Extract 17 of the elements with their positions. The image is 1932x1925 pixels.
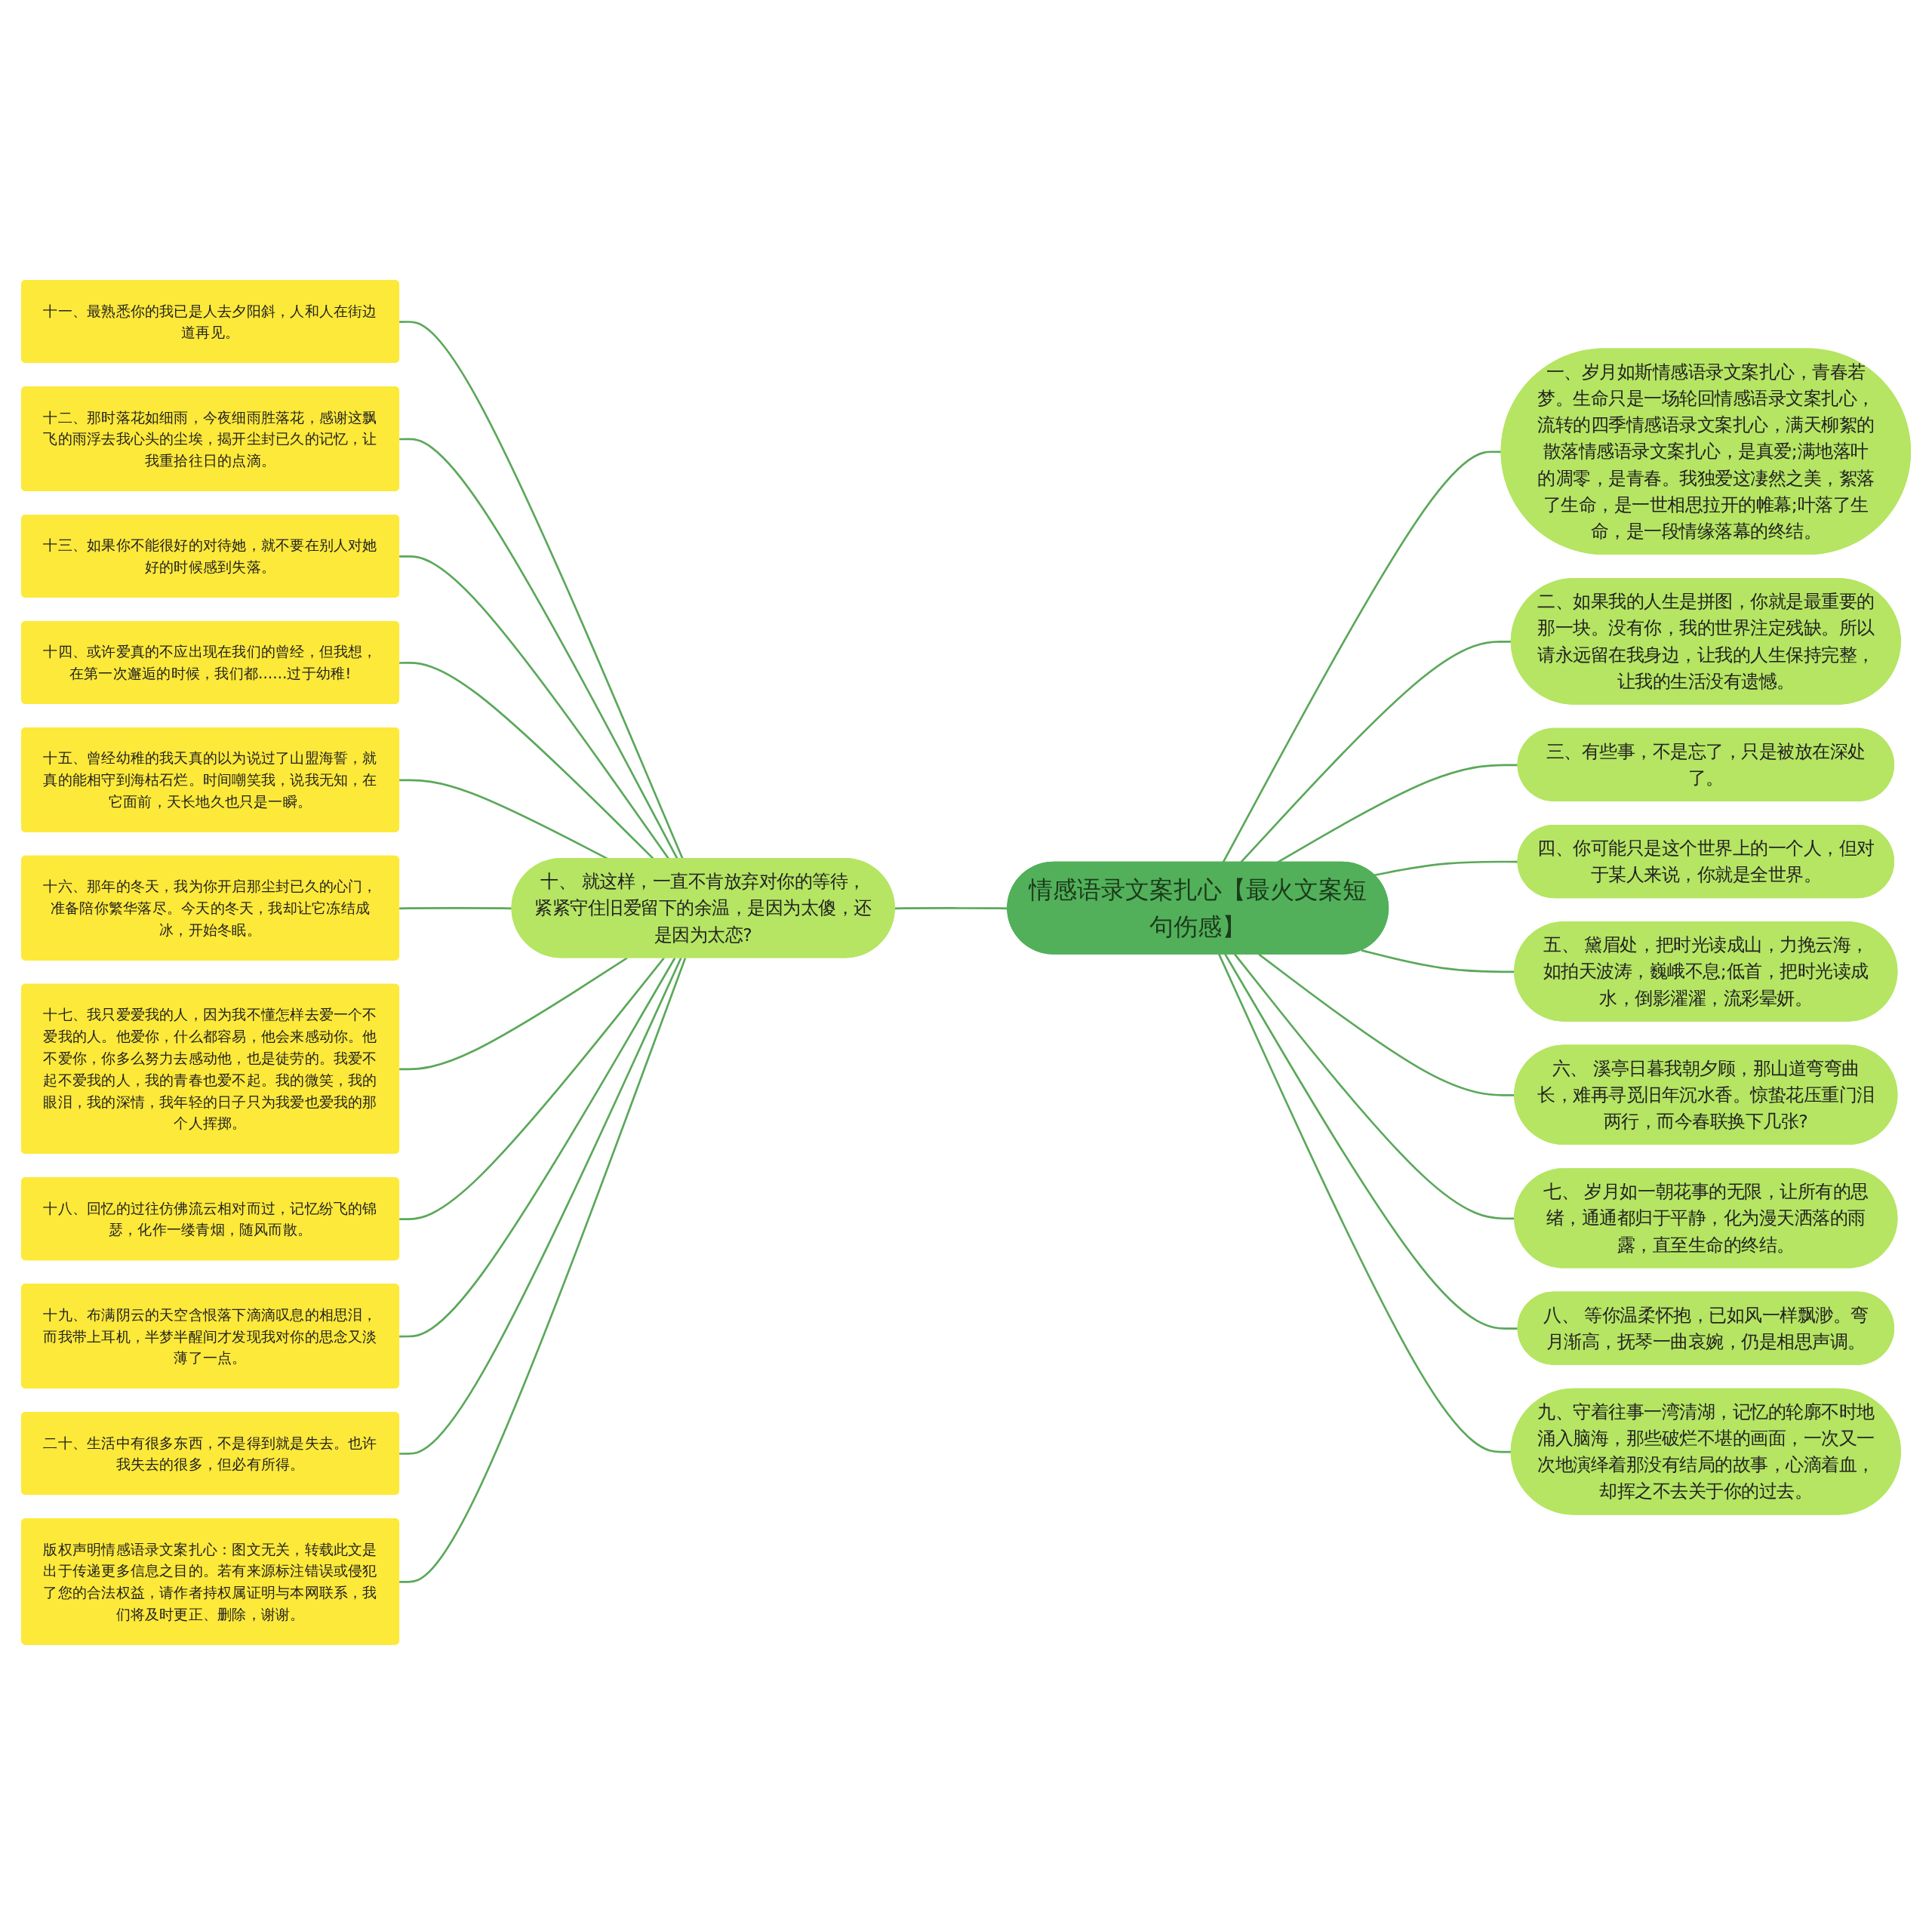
connector [1234, 954, 1515, 1220]
connector [1224, 954, 1518, 1330]
connector [1218, 954, 1512, 1453]
connector [399, 321, 684, 859]
connector [399, 907, 512, 910]
connector [1240, 641, 1512, 863]
connector [399, 957, 676, 1338]
connector [399, 958, 682, 1455]
connector [399, 957, 665, 1221]
connector [399, 958, 687, 1583]
connector [1258, 953, 1515, 1096]
connector [399, 555, 670, 859]
connector [399, 438, 678, 859]
connector [1222, 450, 1502, 863]
connector [1361, 949, 1515, 973]
connector [399, 957, 628, 1071]
connector [1374, 860, 1518, 877]
